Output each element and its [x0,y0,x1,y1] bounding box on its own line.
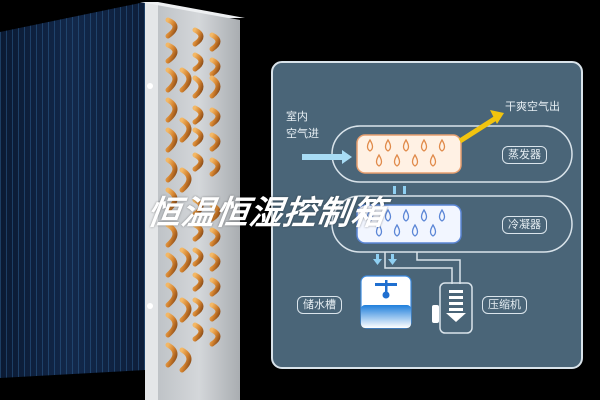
dehumidifier-diagram [271,61,583,369]
inlet-arrow-icon [302,150,352,164]
condenser-tag: 冷凝器 [502,216,547,234]
inlet-label-line2: 空气进 [286,127,319,140]
coil-unit [0,2,245,400]
page-title: 恒温恒湿控制箱 [144,193,389,232]
compressor-icon [432,282,473,334]
evaporator-tag: 蒸发器 [502,146,547,164]
outlet-arrow-icon [458,110,504,144]
tank-tag: 储水槽 [297,296,342,314]
outlet-label: 干爽空气出 [505,100,560,113]
water-tank-icon [360,275,412,329]
inlet-label-line1: 室内 [286,110,308,123]
compressor-tag: 压缩机 [482,296,527,314]
